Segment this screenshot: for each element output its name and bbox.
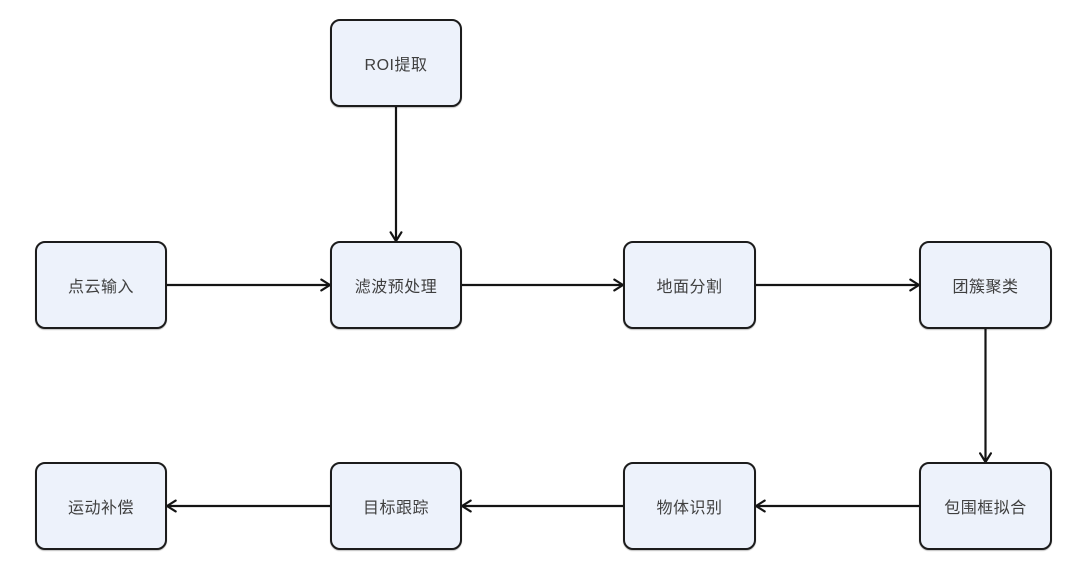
- flow-edges-group: [165, 107, 992, 513]
- flow-node-cluster: 团簇聚类: [919, 241, 1052, 329]
- flow-node-recognition: 物体识别: [623, 462, 756, 550]
- flow-node-label: 物体识别: [656, 500, 723, 517]
- flow-node-label: 目标跟踪: [362, 500, 429, 517]
- flow-node-compensation: 运动补偿: [35, 462, 167, 550]
- flow-node-bbox: 包围框拟合: [919, 462, 1052, 550]
- flow-node-ground: 地面分割: [623, 241, 756, 329]
- flow-node-label: 包围框拟合: [944, 500, 1027, 517]
- flow-node-label: ROI提取: [364, 57, 428, 74]
- flow-node-label: 运动补偿: [67, 500, 134, 517]
- flow-node-label: 滤波预处理: [354, 279, 438, 296]
- flow-node-label: 点云输入: [67, 279, 134, 296]
- flow-node-input: 点云输入: [35, 241, 167, 329]
- flow-node-filter: 滤波预处理: [330, 241, 462, 329]
- flow-node-label: 地面分割: [656, 279, 723, 296]
- flow-node-roi: ROI提取: [330, 19, 462, 107]
- flow-node-tracking: 目标跟踪: [330, 462, 462, 550]
- flow-node-label: 团簇聚类: [952, 279, 1019, 296]
